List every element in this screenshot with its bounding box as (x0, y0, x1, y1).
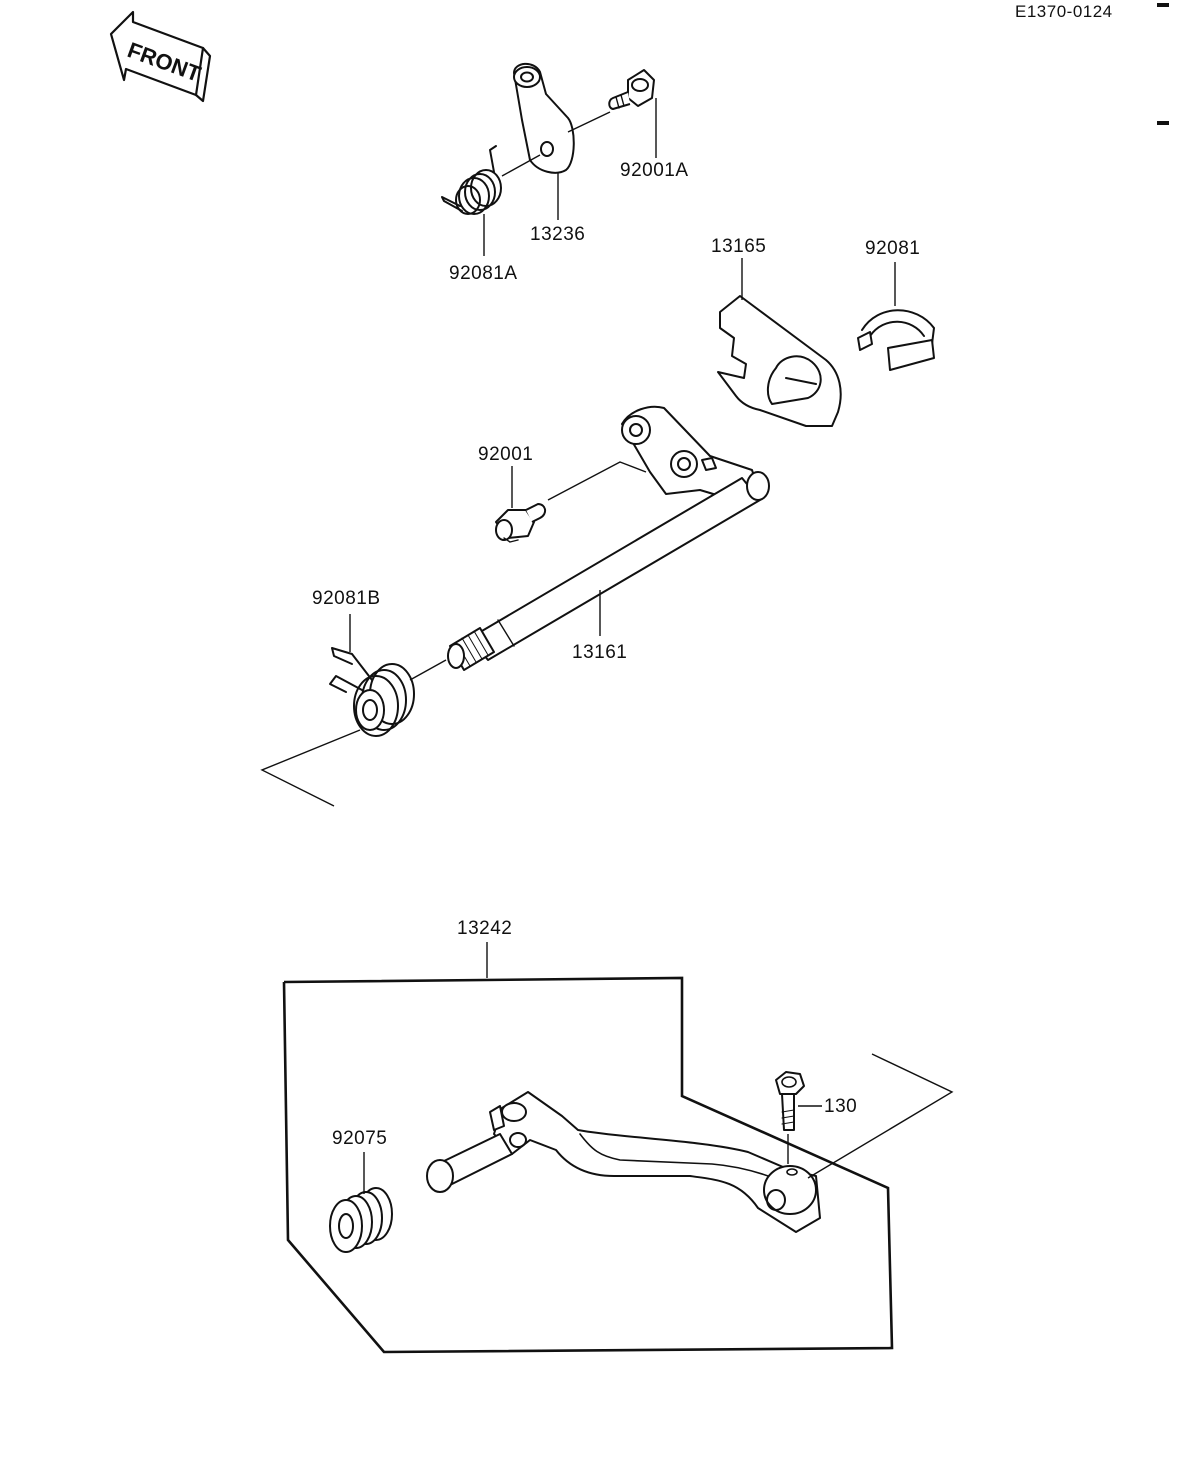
spring-92081A-drawing (441, 145, 502, 215)
label-92081: 92081 (865, 238, 920, 259)
label-92081B: 92081B (312, 588, 381, 609)
plate-13165-drawing (717, 295, 842, 427)
label-13165: 13165 (711, 236, 766, 257)
plate-13236-drawing (513, 62, 575, 174)
assembly-13242-frame (282, 976, 894, 1354)
label-130: 130 (824, 1096, 857, 1117)
shift-shaft-13161-drawing (447, 405, 770, 671)
label-13236: 13236 (530, 224, 585, 245)
document-code: E1370-0124 (1015, 2, 1113, 21)
label-92001A: 92001A (620, 160, 689, 181)
shift-pedal-drawing (426, 1091, 821, 1233)
label-92081A: 92081A (449, 263, 518, 284)
clip-92081-drawing (857, 309, 935, 371)
front-arrow-icon: FRONT (109, 10, 212, 103)
label-13242: 13242 (457, 918, 512, 939)
edge-mark (1157, 121, 1169, 125)
rubber-92075-drawing (329, 1187, 393, 1253)
label-92001: 92001 (478, 444, 533, 465)
bolt-130-drawing (775, 1071, 805, 1131)
label-13161: 13161 (572, 642, 627, 663)
bolt-92001A-drawing (608, 69, 655, 110)
edge-mark (1157, 3, 1169, 7)
label-92075: 92075 (332, 1128, 387, 1149)
bolt-92001-drawing (495, 503, 546, 543)
spring-92081B-drawing (329, 647, 415, 737)
